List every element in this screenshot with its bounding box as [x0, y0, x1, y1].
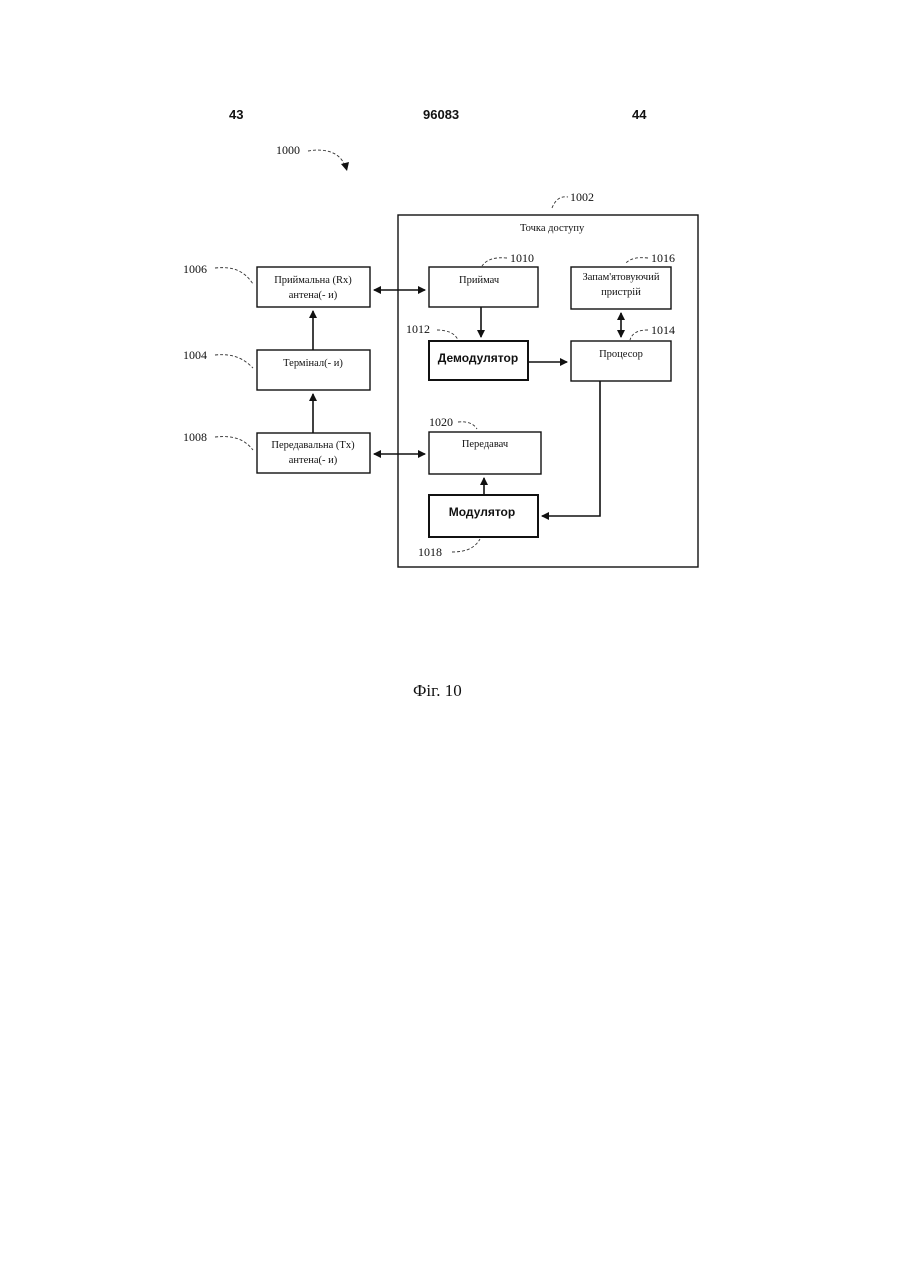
figure-ref-arrowhead [341, 162, 349, 171]
terminal-ref-leader [215, 355, 253, 368]
demodulator-ref: 1012 [406, 322, 430, 336]
tx-antenna-label-line1: Передавальна (Tx) [271, 440, 355, 451]
processor-ref: 1014 [651, 323, 675, 337]
rx-antenna-ref: 1006 [183, 262, 207, 276]
transmitter-label: Передавач [462, 439, 509, 450]
transmitter-ref: 1020 [429, 415, 453, 429]
rx-antenna-ref-leader [215, 268, 253, 284]
processor-box [571, 341, 671, 381]
memory-label-line2: пристрій [601, 287, 641, 298]
rx-antenna-label-line2: антена(- и) [289, 290, 338, 301]
access-point-label: Точка доступу [520, 223, 585, 234]
terminal-ref: 1004 [183, 348, 207, 362]
processor-label: Процесор [599, 349, 643, 360]
modulator-label: Модулятор [449, 505, 515, 519]
figure-ref-leader [308, 150, 345, 166]
tx-antenna-label-line2: антена(- и) [289, 455, 338, 466]
terminal-label: Термінал(- и) [283, 358, 343, 369]
receiver-label: Приймач [459, 275, 500, 286]
tx-antenna-ref-leader [215, 437, 253, 450]
tx-antenna-box [257, 433, 370, 473]
access-point-ref: 1002 [570, 190, 594, 204]
tx-antenna-ref: 1008 [183, 430, 207, 444]
memory-label-line1: Запам'ятовуючий [583, 272, 660, 283]
demodulator-label: Демодулятор [438, 351, 518, 365]
receiver-ref: 1010 [510, 251, 534, 265]
figure-ref-label: 1000 [276, 143, 300, 157]
receiver-box [429, 267, 538, 307]
access-point-ref-leader [552, 197, 568, 208]
figure-caption: Фіг. 10 [413, 681, 462, 700]
memory-ref: 1016 [651, 251, 675, 265]
rx-antenna-box [257, 267, 370, 307]
rx-antenna-label-line1: Приймальна (Rx) [274, 275, 352, 286]
terminal-box [257, 350, 370, 390]
modulator-ref: 1018 [418, 545, 442, 559]
